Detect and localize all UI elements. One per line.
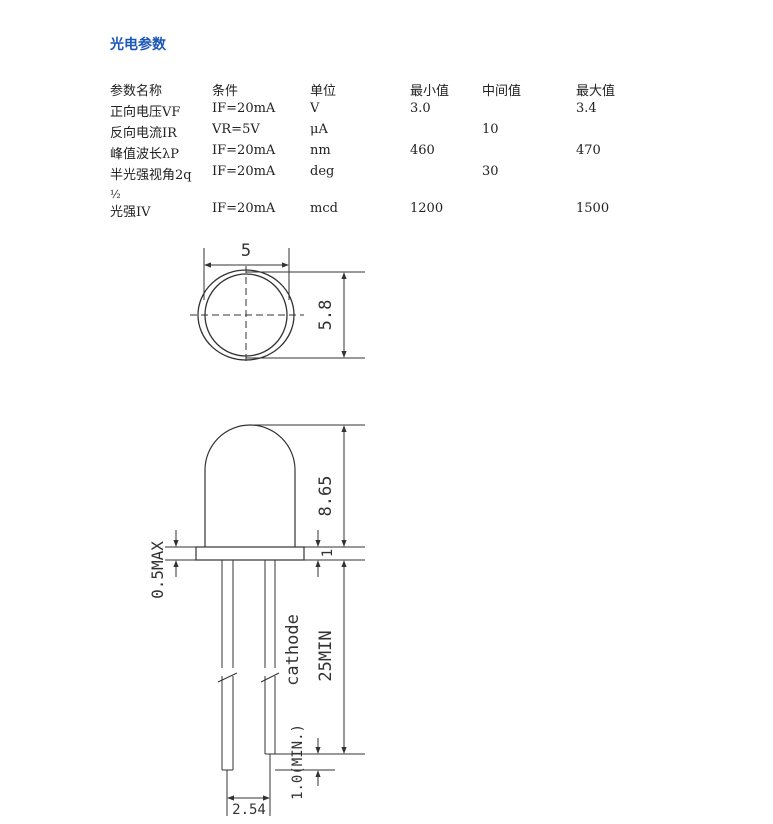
cell-min: 3.0 [410, 101, 431, 116]
dim-flange-offset: 0.5MAX [148, 541, 167, 599]
cell-condition: VR=5V [212, 122, 260, 137]
header-param: 参数名称 [110, 84, 163, 99]
header-max: 最大值 [576, 84, 616, 99]
section-heading: 光电参数 [110, 37, 166, 53]
dim-lead-spacing: 2.54 [232, 802, 266, 818]
header-unit: 单位 [310, 84, 337, 99]
cell-condition: IF=20mA [212, 143, 276, 158]
cell-min: 1200 [410, 201, 444, 216]
cell-param: 反向电流IR [110, 126, 177, 141]
dim-flange-height: 1 [320, 549, 336, 557]
header-min: 最小值 [410, 84, 450, 99]
wrapped-fraction: ½ [110, 188, 121, 201]
header-typ: 中间值 [482, 84, 522, 99]
cell-condition: IF=20mA [212, 201, 276, 216]
cell-max: 470 [576, 143, 601, 158]
cell-min: 460 [410, 143, 435, 158]
cell-unit: mcd [310, 201, 338, 216]
cell-param: 正向电压VF [110, 105, 181, 120]
dim-top-height: 5.8 [316, 300, 336, 331]
dim-top-width: 5 [241, 241, 251, 261]
header-condition: 条件 [212, 84, 239, 99]
cell-typ: 30 [482, 164, 499, 179]
cell-unit: μA [310, 122, 328, 137]
cell-unit: V [310, 101, 320, 116]
dim-lead-end: 1.0(MIN.) [290, 724, 306, 800]
cell-typ: 10 [482, 122, 499, 137]
cell-param: 半光强视角2q [110, 168, 192, 183]
cell-unit: deg [310, 164, 335, 179]
cell-condition: IF=20mA [212, 164, 276, 179]
cell-max: 1500 [576, 201, 610, 216]
top-view [190, 248, 365, 364]
dim-body-height: 8.65 [316, 476, 336, 517]
side-view [165, 424, 365, 816]
cell-condition: IF=20mA [212, 101, 276, 116]
lead-label-cathode: cathode [283, 614, 303, 686]
cell-max: 3.4 [576, 101, 597, 116]
cell-param: 峰值波长λP [110, 147, 179, 162]
dim-lead-length: 25MIN [316, 630, 336, 681]
cell-unit: nm [310, 143, 331, 158]
cell-param: 光强IV [110, 205, 151, 220]
